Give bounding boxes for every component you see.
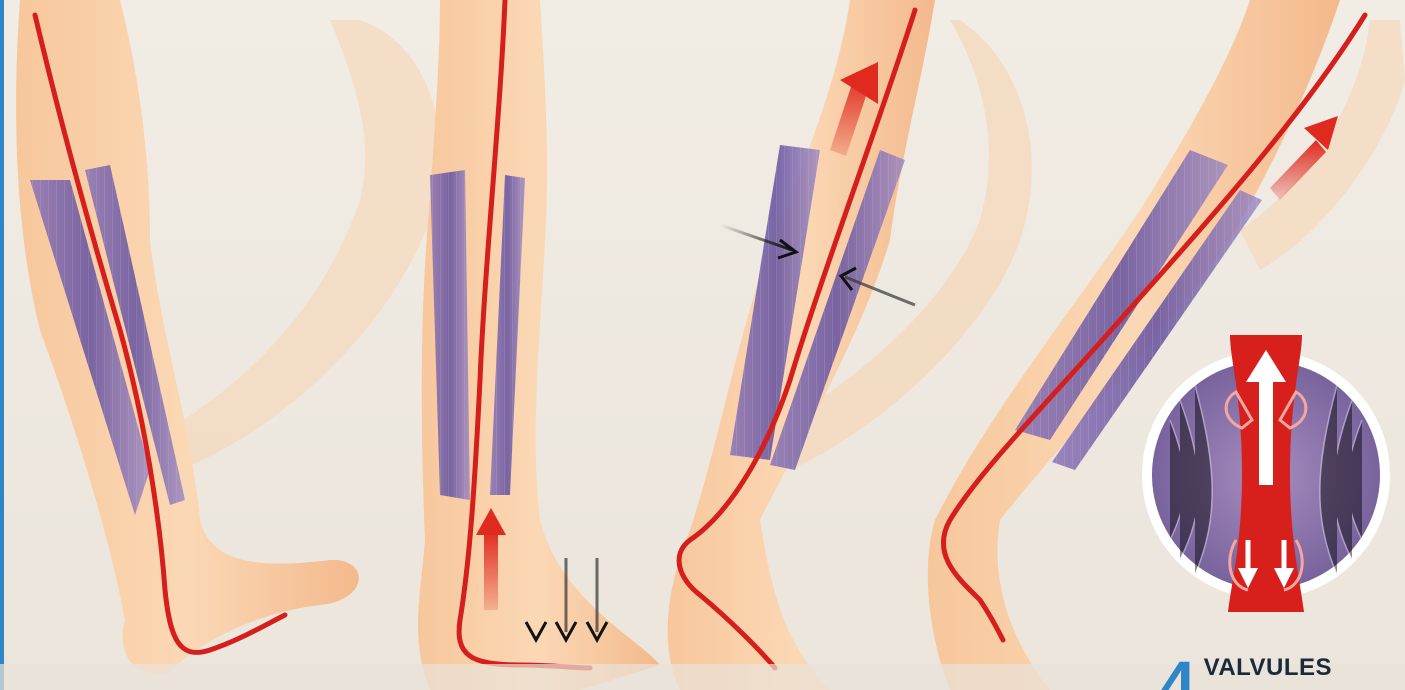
step-label: VALVULES xyxy=(1204,654,1332,682)
background-leg-1 xyxy=(150,20,440,470)
valve-detail-icon xyxy=(1142,335,1390,612)
step-caption: 4 VALVULES xyxy=(1160,650,1332,690)
step-number: 4 xyxy=(1160,652,1196,690)
leg-2 xyxy=(418,0,660,690)
